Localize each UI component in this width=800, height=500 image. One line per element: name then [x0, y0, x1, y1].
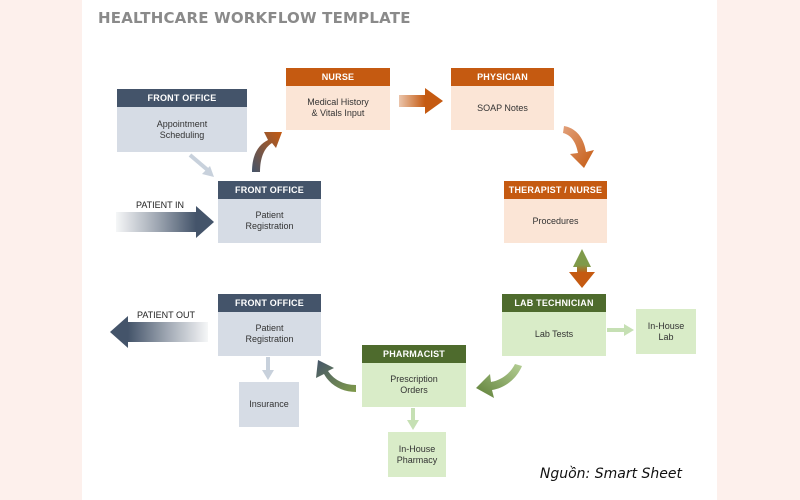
physician-to-therapist-arrow — [563, 126, 594, 168]
patient-out-label: PATIENT OUT — [137, 310, 196, 320]
node-role: LAB TECHNICIAN — [514, 298, 594, 308]
patient-out-arrow — [110, 316, 208, 348]
node-text: Appointment Scheduling — [117, 107, 247, 152]
lab-to-in-house-lab-arrow — [607, 324, 634, 336]
diagram-canvas — [82, 0, 717, 500]
node-role: FRONT OFFICE — [235, 298, 304, 308]
node-text: Lab Tests — [502, 312, 606, 356]
insurance-node: Insurance — [239, 382, 299, 427]
node-text: SOAP Notes — [451, 86, 554, 130]
therapist-nurse-node: THERAPIST / NURSE Procedures — [504, 181, 607, 243]
registration-to-nurse-arrow — [252, 132, 282, 172]
node-text: Prescription Orders — [362, 363, 466, 407]
node-text: Procedures — [504, 199, 607, 243]
patient-in-label: PATIENT IN — [136, 200, 185, 210]
pharmacist-node: PHARMACIST Prescription Orders — [362, 345, 466, 407]
lab-to-pharmacist-arrow — [476, 364, 522, 398]
physician-node: PHYSICIAN SOAP Notes — [451, 68, 554, 130]
node-role: FRONT OFFICE — [147, 93, 217, 103]
node-text: Medical History & Vitals Input — [286, 86, 390, 130]
front-office-appointment-node: FRONT OFFICE Appointment Scheduling — [117, 89, 247, 152]
registration-to-insurance-arrow — [262, 357, 274, 380]
node-role: NURSE — [321, 72, 355, 82]
pharmacist-to-front-office-arrow — [316, 360, 356, 392]
node-role: THERAPIST / NURSE — [508, 185, 603, 195]
front-office-registration-in-node: FRONT OFFICE Patient Registration — [218, 181, 321, 243]
patient-in-arrow — [116, 206, 214, 238]
pharmacist-to-pharmacy-arrow — [407, 408, 419, 430]
nurse-to-physician-arrow — [399, 88, 443, 114]
lab-technician-node: LAB TECHNICIAN Lab Tests — [502, 294, 606, 356]
page-title: HEALTHCARE WORKFLOW TEMPLATE — [98, 9, 411, 27]
node-role: PHYSICIAN — [477, 72, 528, 82]
node-role: PHARMACIST — [383, 349, 445, 359]
therapist-to-lab-arrow — [569, 249, 595, 288]
appointment-to-registration-arrow — [188, 153, 214, 177]
node-role: FRONT OFFICE — [235, 185, 304, 195]
node-text: Patient Registration — [218, 312, 321, 356]
source-credit: Nguồn: Smart Sheet — [539, 466, 682, 482]
nurse-node: NURSE Medical History & Vitals Input — [286, 68, 390, 130]
node-text: Patient Registration — [218, 199, 321, 243]
front-office-registration-out-node: FRONT OFFICE Patient Registration — [218, 294, 321, 356]
in-house-pharmacy-node: In-House Pharmacy — [388, 432, 446, 477]
in-house-lab-node: In-House Lab — [636, 309, 696, 354]
